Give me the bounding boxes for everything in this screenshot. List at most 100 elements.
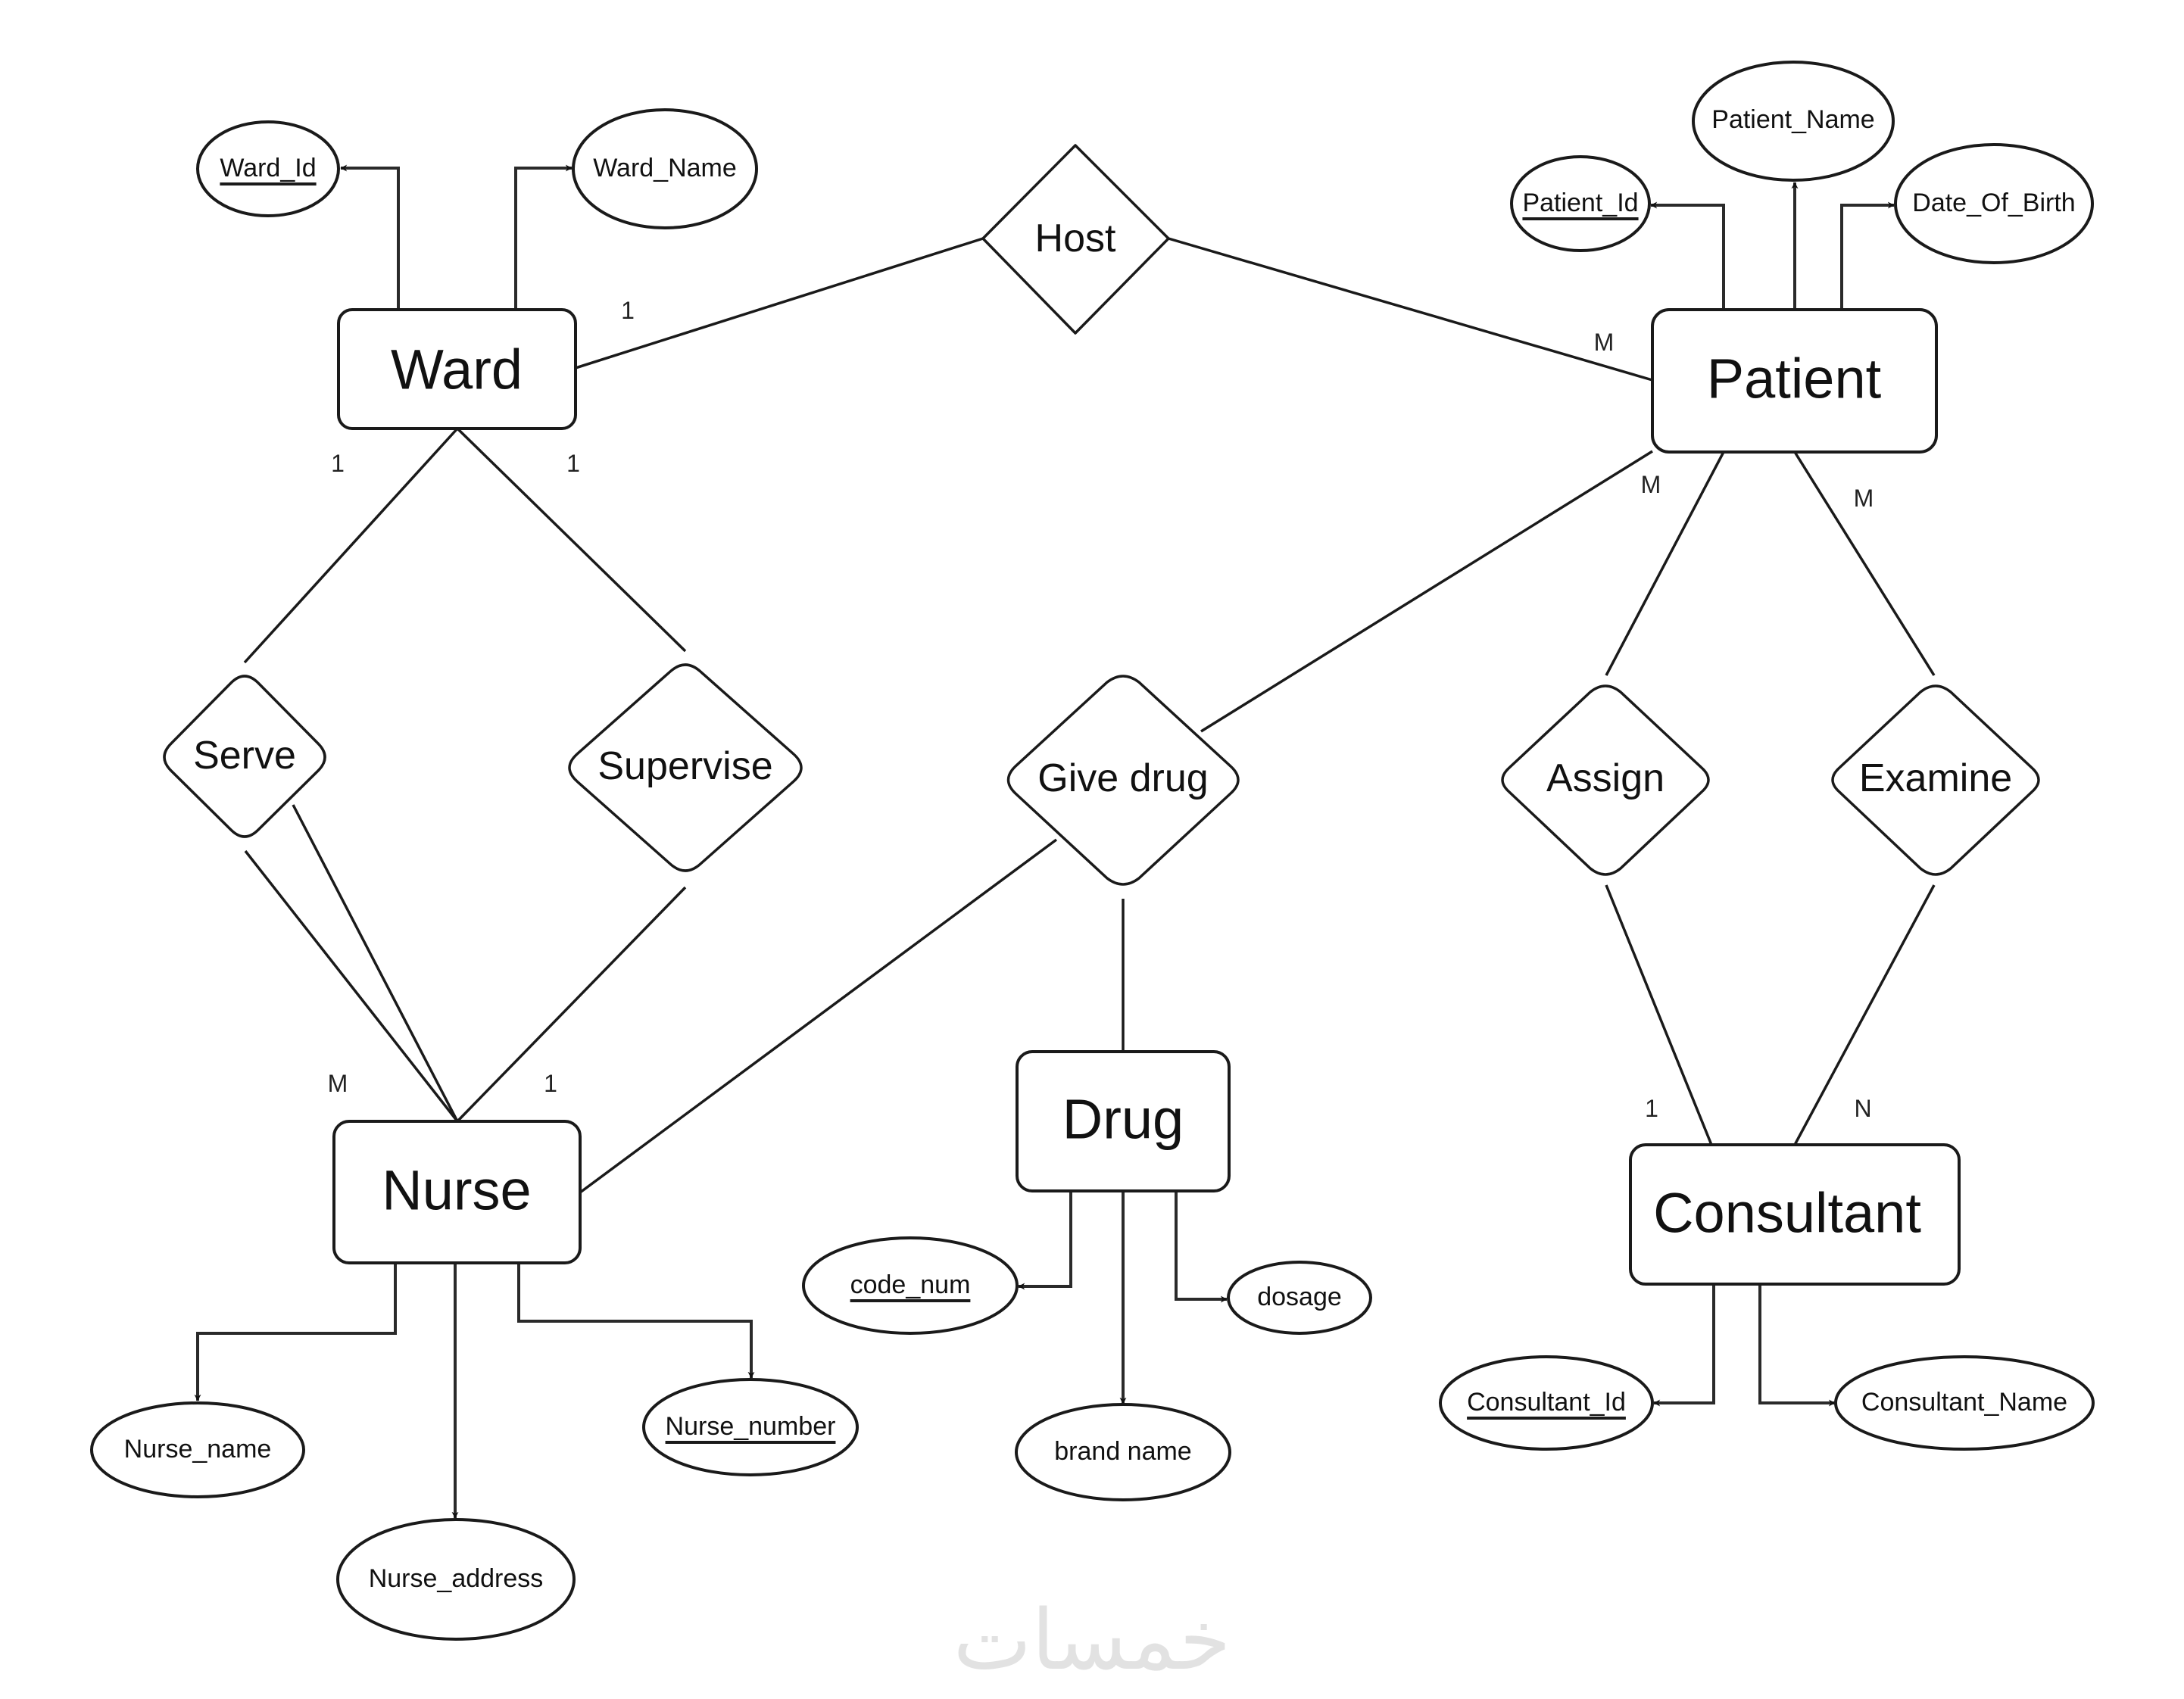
attribute-patient-id[interactable]: Patient_Id — [1510, 155, 1651, 252]
consultant-name-label: Consultant_Name — [1861, 1388, 2067, 1417]
cardinality-nurse-supervise: 1 — [544, 1070, 557, 1097]
patient-box — [1651, 308, 1938, 454]
assign-diamond — [1501, 684, 1710, 876]
connector-give-drug-nurse — [579, 838, 1058, 1194]
watermark-logo: خمسات — [953, 1591, 1231, 1688]
attribute-ward-id[interactable]: Ward_Id — [196, 120, 340, 217]
relationship-connectors — [243, 237, 1936, 1194]
cardinality-labels: 1 M 1 1 M 1 M M 1 N — [328, 297, 1874, 1122]
nurse-number-ellipse — [642, 1378, 859, 1476]
attribute-patient-name[interactable]: Patient_Name — [1692, 61, 1895, 182]
brand-name-ellipse — [1015, 1403, 1231, 1501]
attribute-brand-name[interactable]: brand name — [1015, 1403, 1231, 1501]
consultant-id-label: Consultant_Id — [1467, 1388, 1626, 1417]
attribute-date-of-birth[interactable]: Date_Of_Birth — [1894, 143, 2094, 264]
attribute-dosage[interactable]: dosage — [1227, 1261, 1372, 1335]
serve-diamond — [163, 675, 326, 838]
attribute-consultant-id[interactable]: Consultant_Id — [1439, 1355, 1654, 1451]
attribute-consultant-name[interactable]: Consultant_Name — [1834, 1355, 2095, 1451]
attribute-nurse-name[interactable]: Nurse_name — [90, 1401, 305, 1498]
connector-consultant-id — [1653, 1284, 1715, 1407]
nurse-box — [332, 1120, 582, 1264]
connector-assign-consultant — [1605, 884, 1713, 1146]
relationship-serve[interactable]: Serve — [163, 675, 326, 838]
ward-name-label: Ward_Name — [593, 154, 737, 182]
assign-label: Assign — [1546, 756, 1665, 800]
entity-ward[interactable]: Ward — [337, 308, 577, 430]
connector-ward-id — [340, 164, 400, 310]
connector-ward-host — [575, 237, 984, 369]
code-num-label: code_num — [850, 1270, 971, 1299]
entity-consultant[interactable]: Consultant — [1629, 1143, 1961, 1286]
connector-nurse-name — [194, 1263, 397, 1401]
nurse-label: Nurse — [382, 1159, 531, 1222]
examine-label: Examine — [1859, 756, 2012, 800]
cardinality-consultant-examine: N — [1854, 1095, 1871, 1122]
connector-give-drug-patient — [1200, 450, 1653, 733]
nurse-address-ellipse — [336, 1518, 576, 1641]
nurse-name-label: Nurse_name — [124, 1435, 272, 1464]
connector-patient-examine — [1793, 451, 1936, 676]
supervise-diamond — [568, 663, 803, 872]
relationship-assign[interactable]: Assign — [1501, 684, 1710, 876]
connector-nurse-number — [517, 1263, 755, 1379]
drug-label: Drug — [1062, 1088, 1184, 1151]
supervise-label: Supervise — [597, 744, 772, 788]
connector-supervise-nurse — [456, 886, 687, 1123]
consultant-name-ellipse — [1834, 1355, 2095, 1451]
cardinality-ward-serve: 1 — [331, 450, 345, 477]
brand-name-label: brand name — [1054, 1437, 1191, 1466]
cardinality-nurse-serve: M — [328, 1070, 348, 1097]
dosage-label: dosage — [1257, 1283, 1342, 1311]
dosage-ellipse — [1227, 1261, 1372, 1335]
patient-name-label: Patient_Name — [1711, 105, 1874, 134]
give-drug-diamond — [1006, 675, 1240, 886]
cardinality-ward-supervise: 1 — [566, 450, 580, 477]
ward-id-label: Ward_Id — [220, 154, 316, 182]
connector-examine-consultant — [1793, 884, 1936, 1146]
ward-box — [337, 308, 577, 430]
code-num-ellipse — [802, 1236, 1019, 1335]
entity-nurse[interactable]: Nurse — [332, 1120, 582, 1264]
connector-serve-nurse-a — [244, 850, 459, 1123]
relationship-examine[interactable]: Examine — [1831, 684, 2040, 876]
nurse-number-label: Nurse_number — [666, 1412, 836, 1441]
cardinality-patient-give-drug: M — [1641, 471, 1661, 498]
connector-ward-serve — [243, 427, 459, 664]
date-of-birth-ellipse — [1894, 143, 2094, 264]
nurse-name-ellipse — [90, 1401, 305, 1498]
consultant-label: Consultant — [1653, 1182, 1921, 1245]
entity-drug[interactable]: Drug — [1016, 1050, 1231, 1192]
cardinality-patient-examine: M — [1854, 485, 1874, 512]
attribute-code-num[interactable]: code_num — [802, 1236, 1019, 1335]
connector-serve-nurse-b — [292, 804, 459, 1122]
connector-date-of-birth — [1840, 201, 1895, 310]
patient-id-label: Patient_Id — [1522, 189, 1638, 217]
ward-id-ellipse — [196, 120, 340, 217]
attribute-nurse-number[interactable]: Nurse_number — [642, 1378, 859, 1476]
cardinality-patient-host: M — [1594, 329, 1615, 356]
connector-code-num — [1018, 1191, 1072, 1290]
connector-dosage — [1175, 1191, 1228, 1303]
ward-label: Ward — [391, 338, 523, 401]
attribute-connectors — [194, 164, 1895, 1519]
cardinality-ward-host: 1 — [621, 297, 635, 324]
connector-host-patient — [1168, 237, 1653, 382]
give-drug-label: Give drug — [1037, 756, 1208, 800]
ward-name-ellipse — [572, 108, 758, 229]
connector-patient-id — [1650, 201, 1725, 310]
attribute-ward-name[interactable]: Ward_Name — [572, 108, 758, 229]
drug-box — [1016, 1050, 1231, 1192]
patient-id-ellipse — [1510, 155, 1651, 252]
serve-label: Serve — [193, 734, 296, 778]
relationship-give-drug[interactable]: Give drug — [1006, 675, 1240, 886]
entity-patient[interactable]: Patient — [1651, 308, 1938, 454]
relationship-supervise[interactable]: Supervise — [568, 663, 803, 872]
connector-consultant-name — [1758, 1284, 1836, 1407]
relationship-host[interactable]: Host — [981, 144, 1170, 335]
attribute-nurse-address[interactable]: Nurse_address — [336, 1518, 576, 1641]
date-of-birth-label: Date_Of_Birth — [1912, 189, 2075, 217]
nurse-address-label: Nurse_address — [369, 1564, 544, 1593]
connector-ward-supervise — [456, 427, 687, 653]
cardinality-consultant-assign: 1 — [1645, 1095, 1658, 1122]
